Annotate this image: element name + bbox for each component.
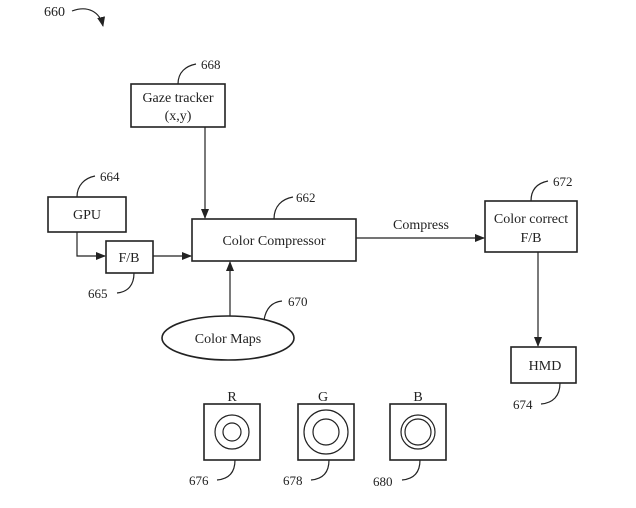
channel-r-label: R: [227, 390, 237, 405]
gaze-tracker-sublabel: (x,y): [165, 109, 192, 124]
color-maps-label: Color Maps: [195, 332, 262, 347]
ref-664: 664: [100, 169, 120, 184]
color-compressor-label: Color Compressor: [222, 234, 325, 249]
compress-edge-label: Compress: [393, 218, 449, 233]
gpu-node: GPU: [47, 196, 127, 233]
channel-r-outer-ring: [214, 414, 250, 450]
channel-r: R: [203, 390, 261, 461]
frame-buffer-node: F/B: [105, 240, 154, 274]
ref-668: 668: [201, 57, 221, 72]
ref-680: 680: [373, 474, 393, 489]
channel-g-label: G: [318, 390, 328, 405]
ref-leader-664: [76, 175, 96, 198]
channel-b-outer-ring: [400, 414, 436, 450]
ref-leader-665: [116, 272, 135, 294]
ref-leader-672: [530, 180, 549, 202]
hmd-label: HMD: [529, 359, 562, 374]
ref-676: 676: [189, 473, 209, 488]
color-compressor-node: Color Compressor: [191, 218, 357, 262]
figure-ref-arrow: [71, 8, 106, 27]
frame-buffer-label: F/B: [118, 251, 139, 266]
channel-g-outer-ring: [303, 409, 349, 455]
color-maps-node: Color Maps: [161, 315, 295, 361]
figure-ref: 660: [44, 5, 65, 20]
color-correct-sublabel: F/B: [520, 231, 541, 246]
ref-665: 665: [88, 286, 108, 301]
color-correct-label: Color correct: [494, 212, 568, 227]
color-correct-node: Color correct F/B: [484, 200, 578, 253]
ref-leader-668: [177, 63, 197, 85]
ref-678: 678: [283, 473, 303, 488]
ref-leader-680: [401, 459, 421, 481]
channel-g-inner-ring: [312, 418, 340, 446]
channel-g: G: [297, 390, 355, 461]
ref-leader-674: [540, 382, 561, 405]
ref-leader-678: [310, 459, 330, 481]
ref-662: 662: [296, 190, 316, 205]
channel-r-inner-ring: [222, 422, 242, 442]
ref-leader-676: [216, 459, 236, 481]
ref-leader-670: [263, 300, 283, 321]
channel-b-label: B: [413, 390, 422, 405]
gaze-tracker-label: Gaze tracker: [142, 91, 213, 106]
gpu-label: GPU: [73, 208, 101, 223]
ref-672: 672: [553, 174, 573, 189]
ref-674: 674: [513, 397, 533, 412]
gaze-tracker-node: Gaze tracker (x,y): [130, 83, 226, 128]
edge-gpu-to-fb: [76, 232, 106, 260]
channel-b-inner-ring: [404, 418, 432, 446]
ref-670: 670: [288, 294, 308, 309]
hmd-node: HMD: [510, 346, 577, 384]
ref-leader-662: [273, 196, 294, 220]
channel-b: B: [389, 390, 447, 461]
